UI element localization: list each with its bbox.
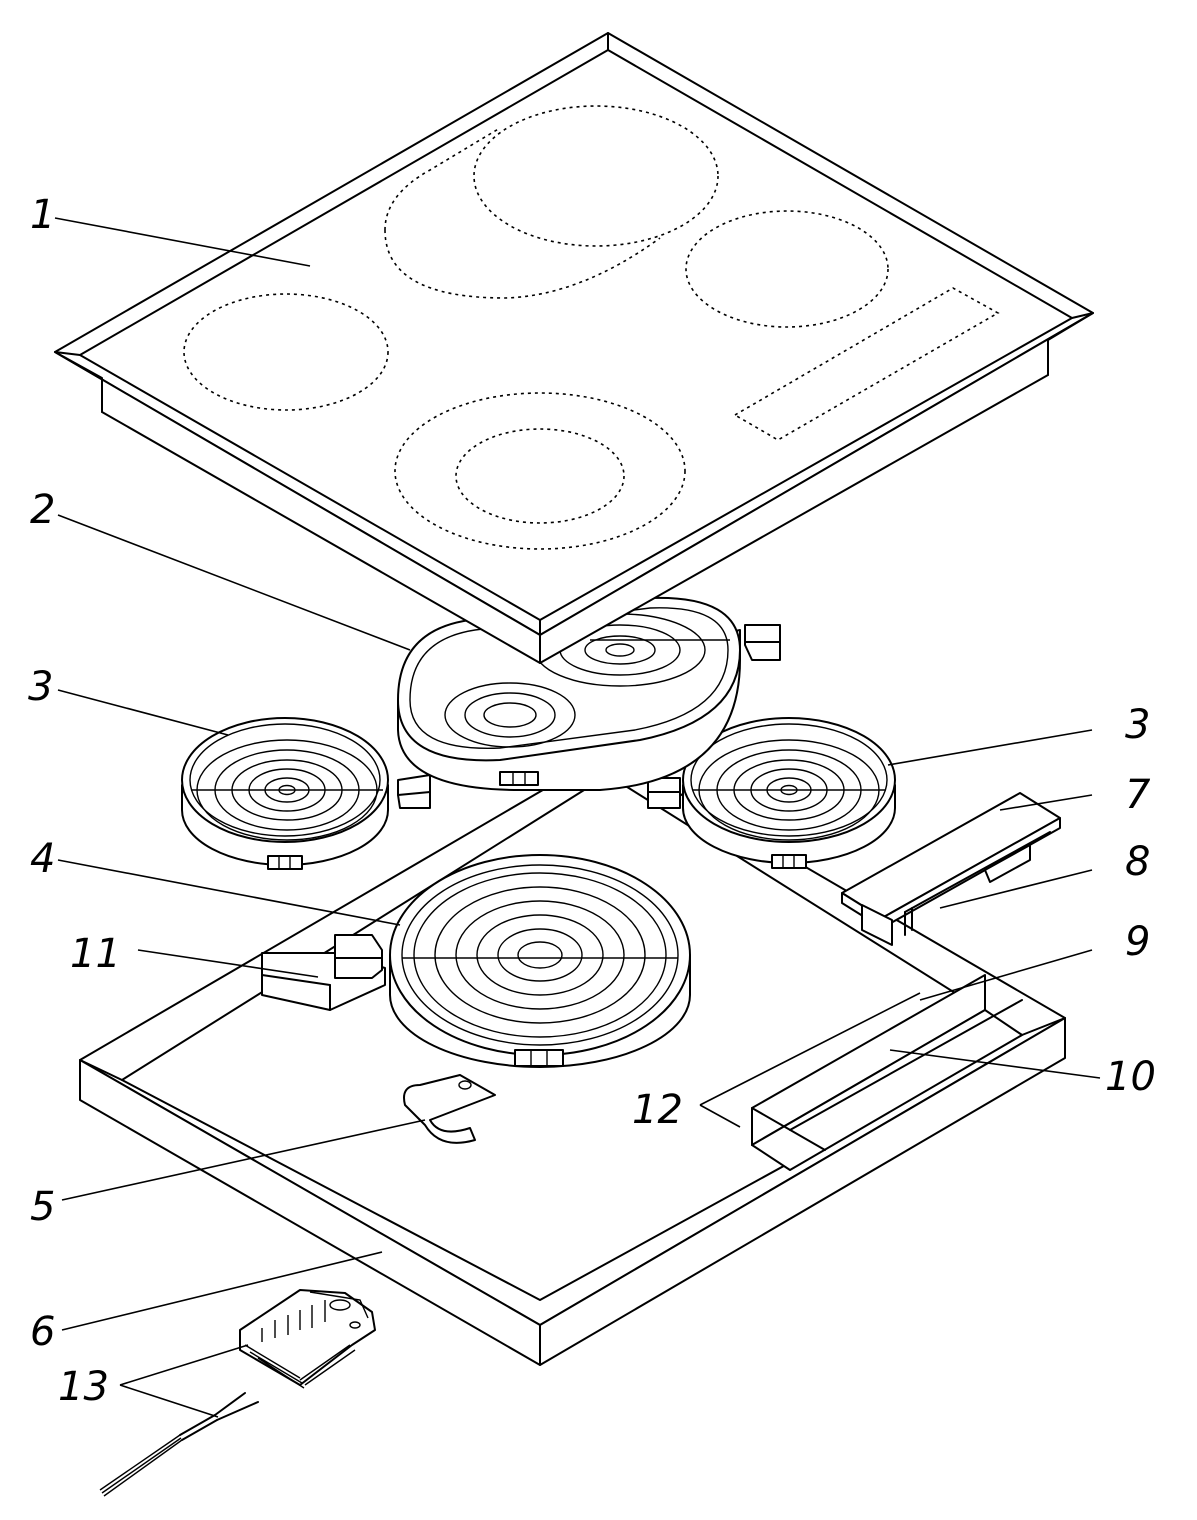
label-2: 2 [30, 487, 55, 533]
side-channel [751, 974, 1023, 1171]
label-9: 9 [1125, 919, 1150, 965]
connector-module [239, 1289, 376, 1389]
label-8: 8 [1125, 839, 1150, 885]
label-4: 4 [30, 836, 55, 882]
label-11: 11 [70, 931, 121, 977]
label-7: 7 [1125, 772, 1151, 818]
label-5: 5 [30, 1184, 55, 1230]
label-12: 12 [632, 1087, 683, 1133]
right-burner [647, 717, 896, 869]
glass-ceramic-plate [54, 32, 1094, 664]
leader-lines [54, 217, 1101, 1418]
oval-burner [397, 596, 781, 791]
label-6: 6 [30, 1309, 55, 1355]
reference-numerals: 1 2 3 3 4 5 6 7 8 9 10 11 12 13 [28, 192, 1156, 1410]
sensor-wire [99, 1392, 259, 1497]
left-burner [181, 717, 431, 870]
large-burner [334, 854, 691, 1068]
label-13: 13 [58, 1364, 109, 1410]
mounting-bracket [403, 1074, 496, 1144]
label-1: 1 [30, 192, 55, 238]
label-3-left: 3 [28, 664, 53, 710]
control-unit [841, 792, 1061, 946]
label-10: 10 [1105, 1054, 1156, 1100]
label-3-right: 3 [1125, 702, 1150, 748]
